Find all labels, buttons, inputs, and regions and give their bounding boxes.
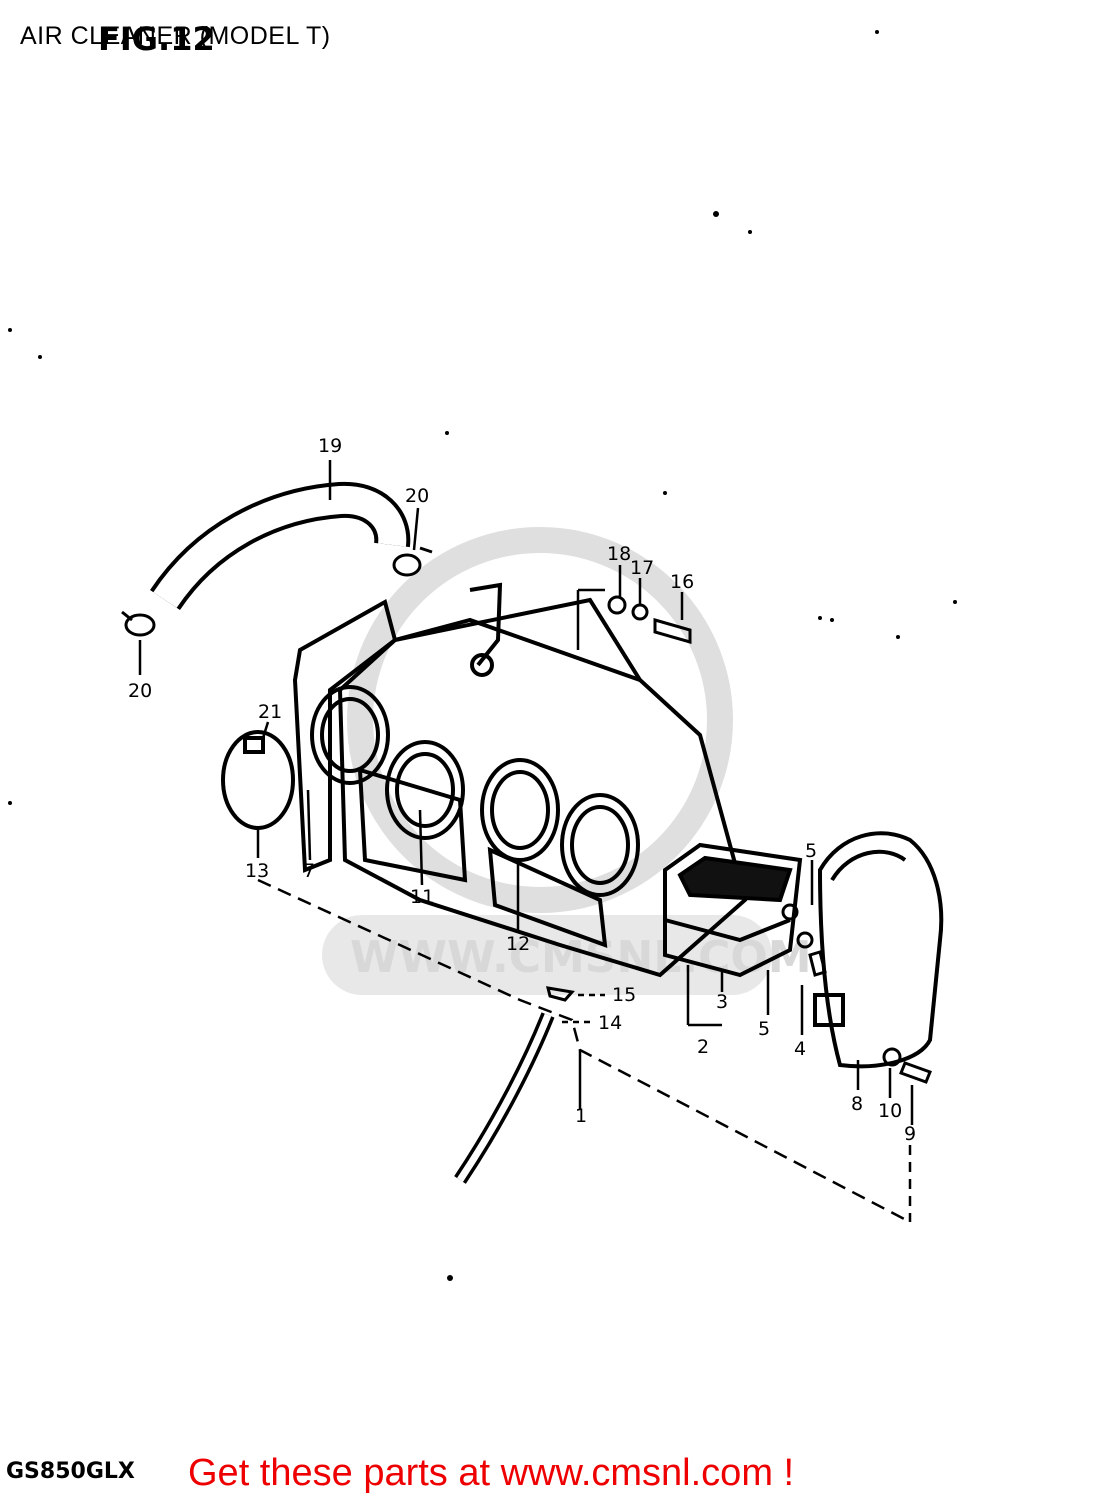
callout-16: 16 bbox=[670, 571, 694, 593]
scan-specks bbox=[8, 30, 957, 1281]
callout-14: 14 bbox=[598, 1012, 622, 1034]
drain-tube bbox=[454, 986, 575, 1184]
callout-13: 13 bbox=[245, 860, 269, 882]
callout-11: 11 bbox=[410, 886, 434, 908]
intake-ring-2 bbox=[385, 740, 465, 840]
callout-8: 8 bbox=[851, 1093, 863, 1115]
callout-10: 10 bbox=[878, 1100, 902, 1122]
filter-element bbox=[663, 842, 803, 978]
callout-3: 3 bbox=[716, 991, 728, 1013]
model-code: GS850GLX bbox=[6, 1459, 135, 1484]
watermark: WWW.CMSNL.COM bbox=[322, 527, 812, 995]
hose-clamp-left bbox=[121, 610, 156, 637]
intake-ring-1 bbox=[310, 685, 390, 785]
callout-15: 15 bbox=[612, 984, 636, 1006]
case-cap bbox=[813, 831, 944, 1069]
callout-7: 7 bbox=[303, 860, 315, 882]
figure-label: FIG.12 bbox=[98, 20, 215, 58]
callout-20-left: 20 bbox=[128, 680, 152, 702]
leader-lines bbox=[138, 460, 914, 1224]
intake-ring-3 bbox=[480, 758, 560, 862]
breather-hose bbox=[150, 481, 411, 611]
page-title: AIR CLEANER (MODEL T) bbox=[20, 22, 331, 50]
callout-9: 9 bbox=[904, 1123, 916, 1145]
intake-clamp bbox=[221, 730, 295, 830]
callout-17: 17 bbox=[630, 557, 654, 579]
callout-21: 21 bbox=[258, 701, 282, 723]
callout-18: 18 bbox=[607, 543, 631, 565]
callout-2: 2 bbox=[697, 1036, 709, 1058]
callout-4: 4 bbox=[794, 1038, 806, 1060]
intake-ring-4 bbox=[560, 793, 640, 897]
callout-1: 1 bbox=[575, 1105, 587, 1127]
callout-12: 12 bbox=[506, 933, 530, 955]
callout-5-upper: 5 bbox=[805, 840, 817, 862]
callout-19: 19 bbox=[318, 435, 342, 457]
callout-20-top: 20 bbox=[405, 485, 429, 507]
watermark-logo bbox=[347, 527, 733, 913]
hose-clamp-right bbox=[392, 546, 433, 577]
promo-link[interactable]: Get these parts at www.cmsnl.com ! bbox=[188, 1452, 795, 1494]
fasteners bbox=[607, 595, 932, 1084]
callout-labels: 19 20 20 21 13 7 11 12 18 17 16 5 3 2 5 … bbox=[128, 435, 916, 1145]
callout-5-lower: 5 bbox=[758, 1018, 770, 1040]
